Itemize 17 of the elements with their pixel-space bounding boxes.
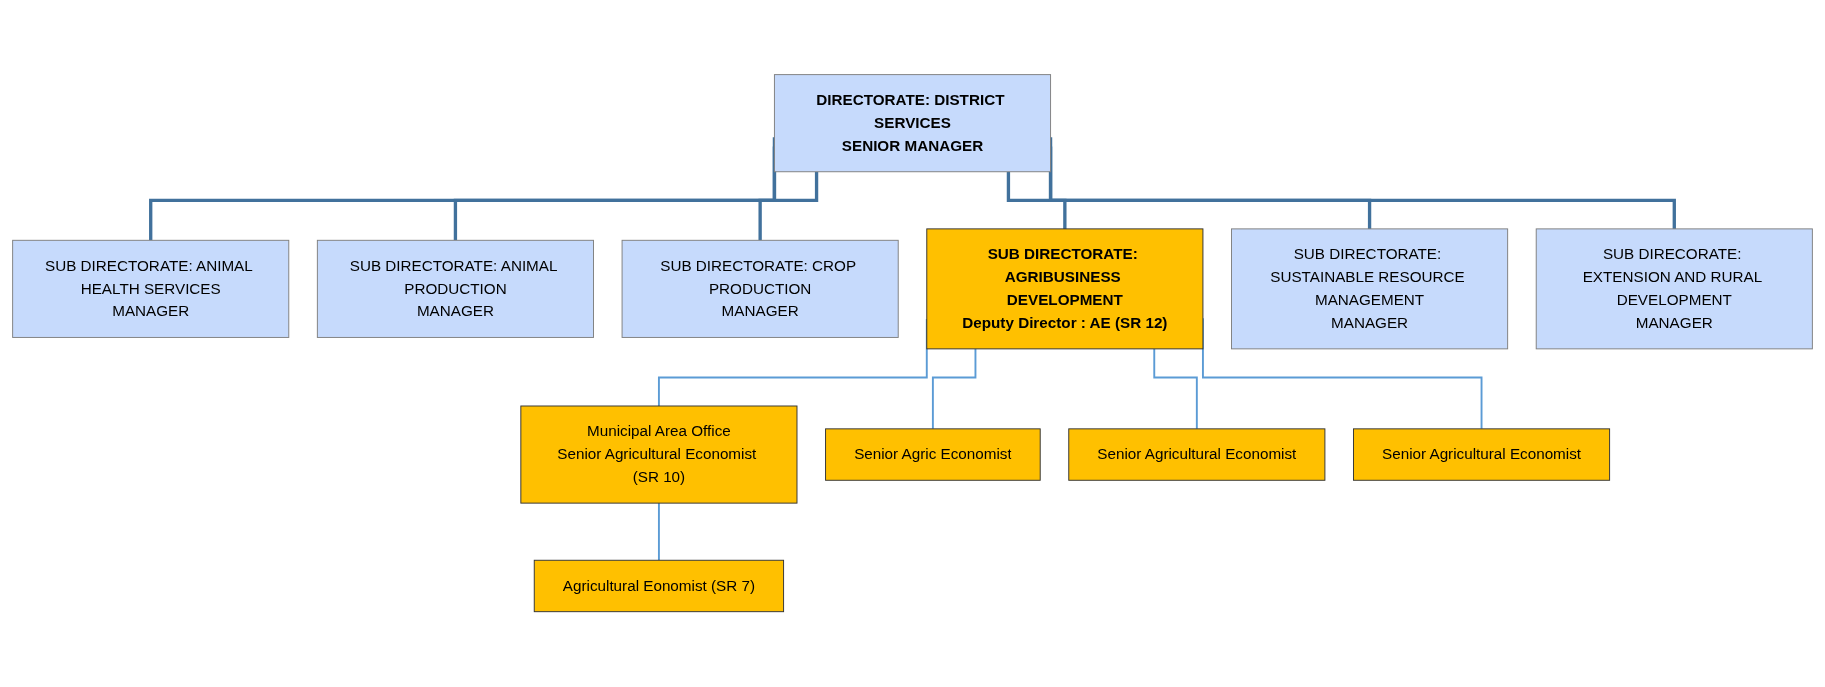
node-box: Senior Agric Economist [825,428,1041,482]
connector [931,348,977,431]
node-box: SUB DIRECTORATE: CROP PRODUCTION MANAGER [621,240,899,339]
node-box: Agricultural Eonomist (SR 7) [533,560,785,613]
connector [1048,137,1676,231]
connector [657,502,660,562]
node-box: Municipal Area Office Senior Agricultural Economist (SR 10) [520,405,798,504]
node-box: SUB DIRECTORATE: ANIMAL HEALTH SERVICES MANAGER [12,240,290,339]
node-box: SUB DIRECORATE: EXTENSION AND RURAL DEVELOPMENT MANAGER [1535,228,1813,350]
node-box: SUB DIRECTORATE: SUSTAINABLE RESOURCE MANAGEMENT MANAGER [1231,228,1509,350]
node-box: Senior Agricultural Economist [1068,428,1326,482]
node-box: DIRECTORATE: DISTRICT SERVICES SENIOR MANAGER [773,74,1052,173]
node-box: SUB DIRECTORATE: AGRIBUSINESS DEVELOPMENT Deputy Director : AE (SR 12) [926,228,1204,350]
connector [1153,348,1198,431]
node-box: Senior Agricultural Economist [1353,428,1611,482]
node-box: SUB DIRECTORATE: ANIMAL PRODUCTION MANAGER [316,240,594,339]
connector [1006,172,1067,231]
